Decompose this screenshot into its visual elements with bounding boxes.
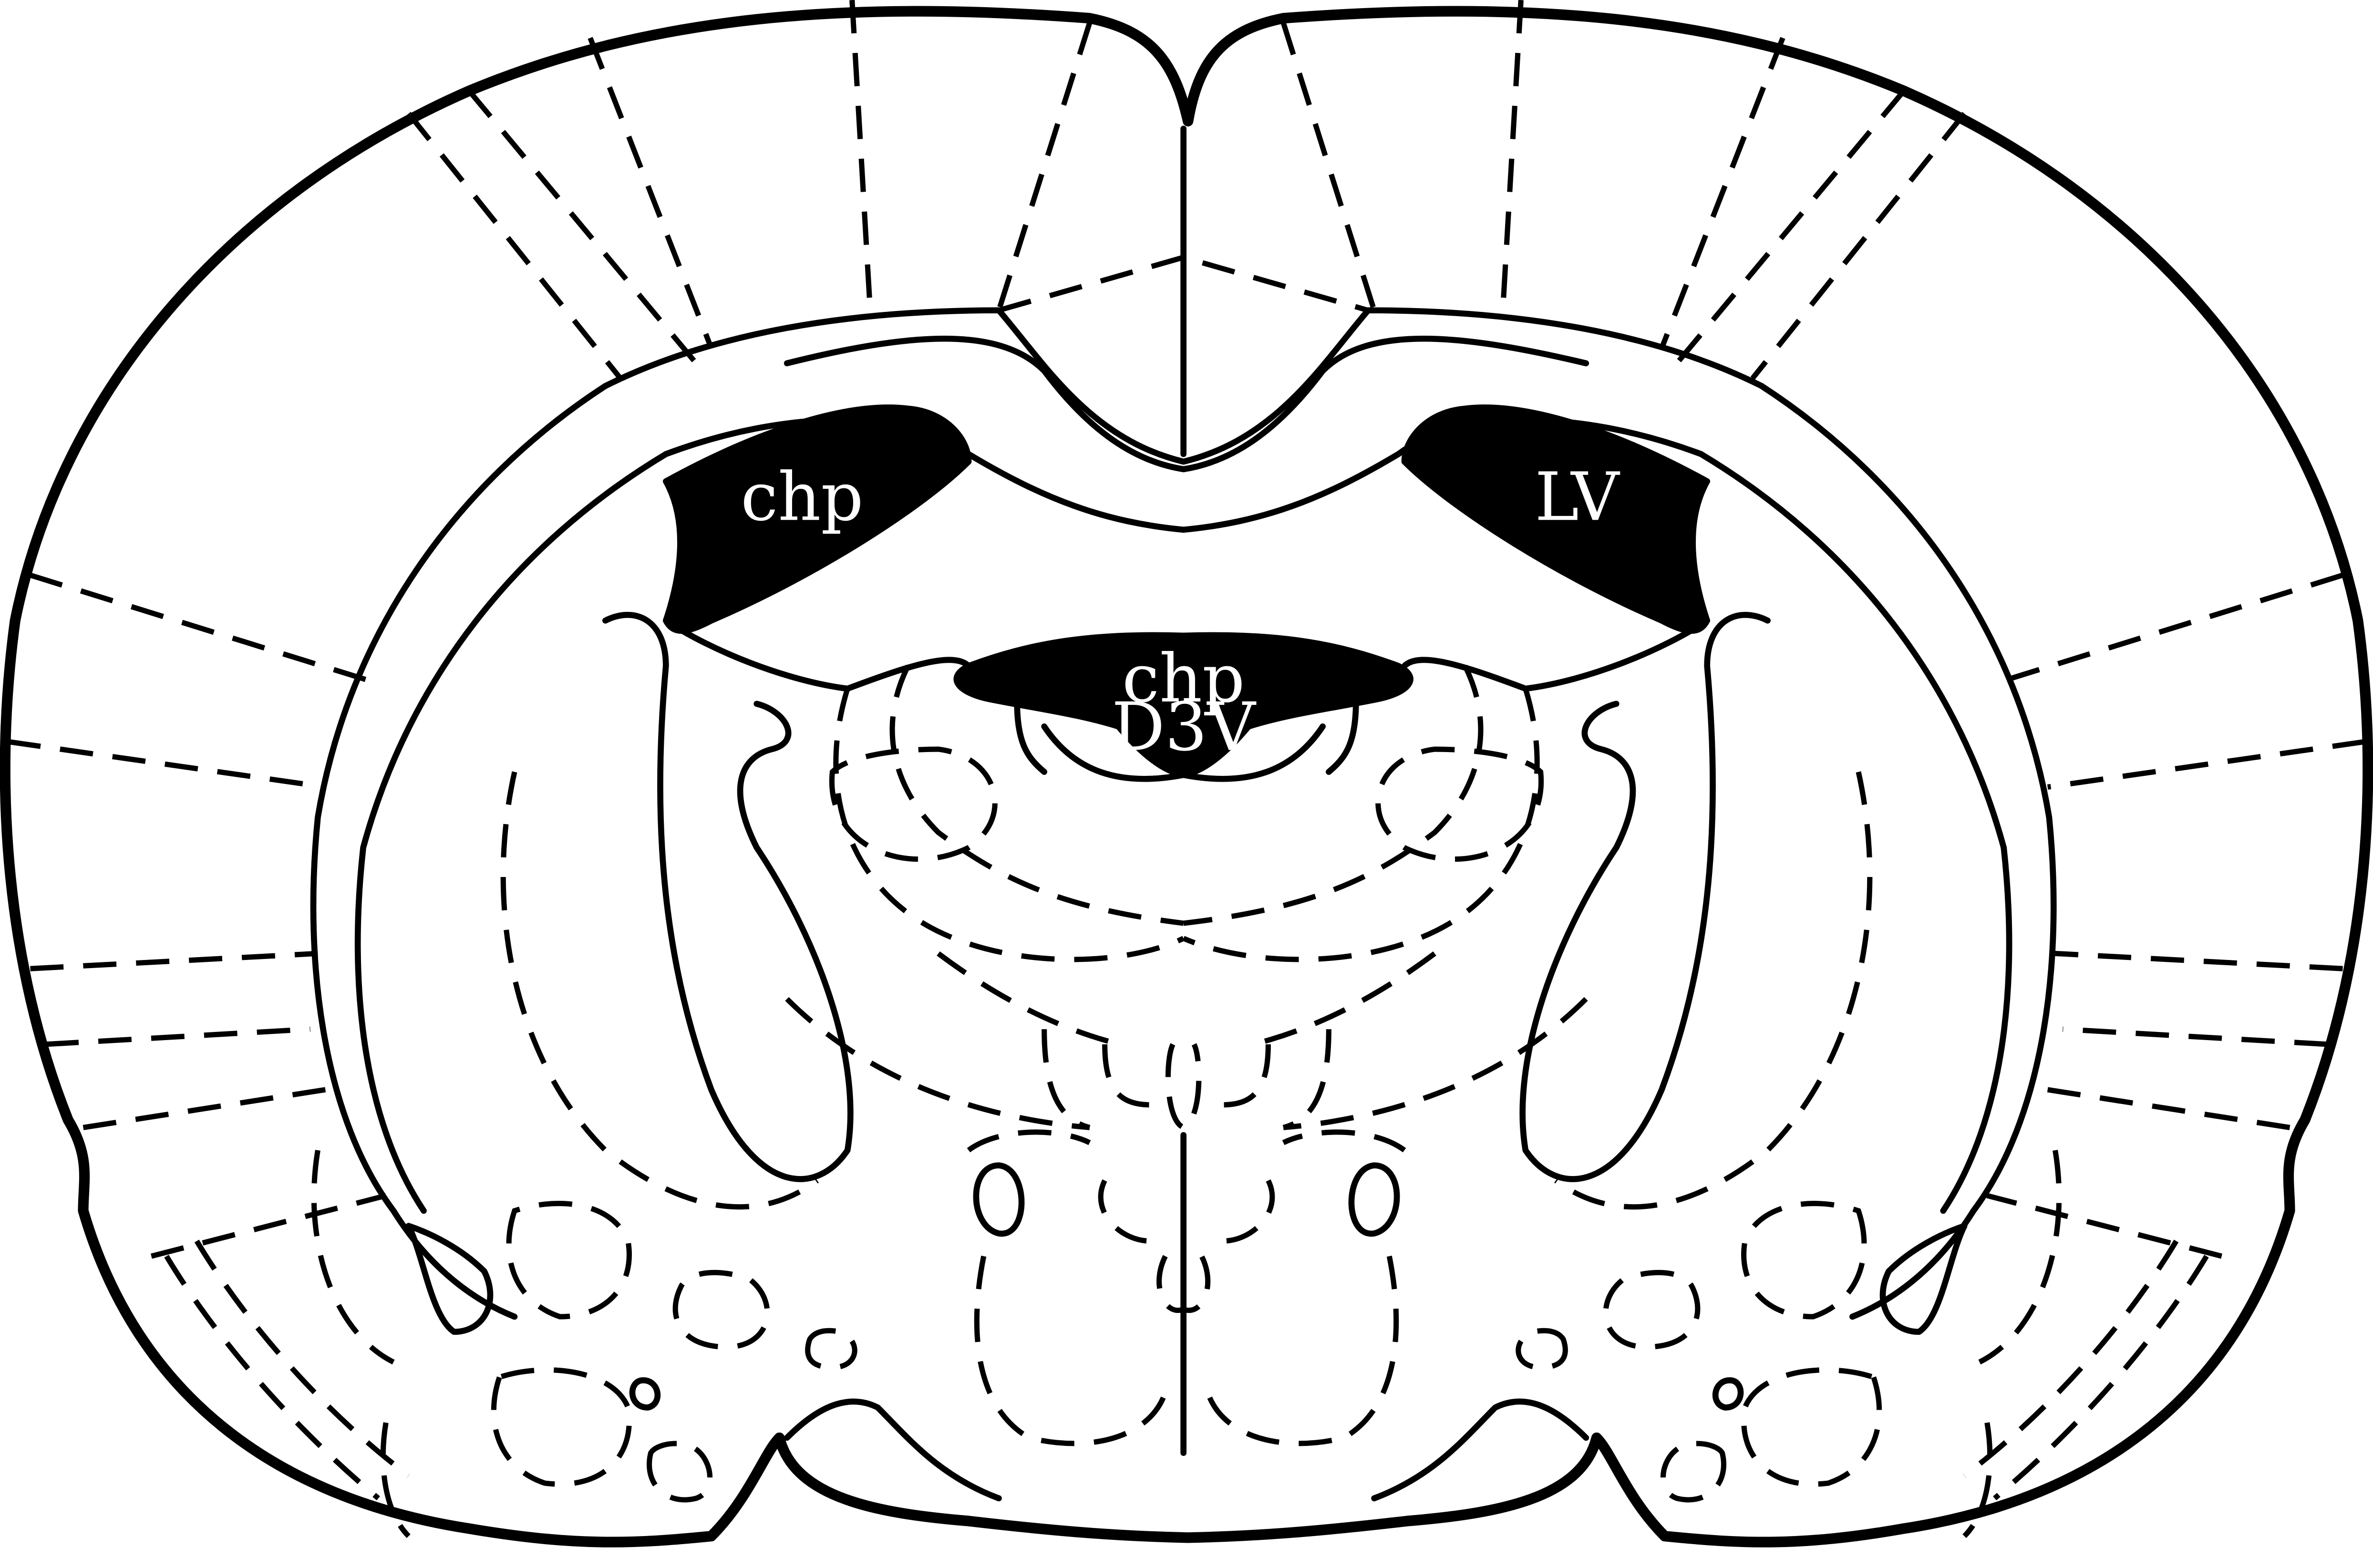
label-chp-left: chp [741, 458, 864, 536]
oval-right [1352, 1166, 1397, 1234]
label-d3v: D3V [1112, 688, 1257, 766]
cortex-inner-left [313, 386, 605, 1317]
hippocampus-left [605, 615, 850, 1179]
thalamus-right [1404, 620, 1707, 689]
small-oval-left [632, 1380, 658, 1407]
hippocampus-right [1523, 615, 1768, 1179]
cortex-inner-right [1762, 386, 2053, 1317]
label-lv-right: LV [1535, 458, 1620, 536]
thalamus-left [666, 620, 969, 689]
small-oval-right [1715, 1380, 1741, 1407]
white-matter-right [1701, 454, 2009, 1211]
oval-left [976, 1166, 1021, 1234]
white-matter-left [358, 454, 666, 1211]
cortical-area-boundaries [8, 0, 2365, 1256]
